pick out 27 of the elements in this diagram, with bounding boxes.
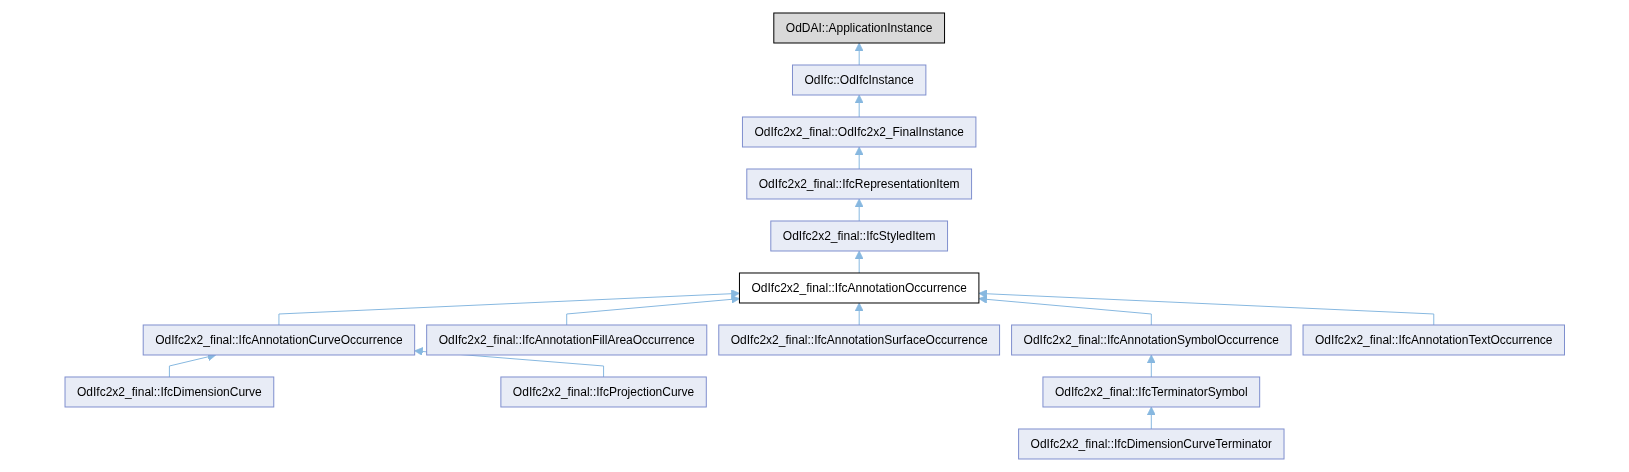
arrow bbox=[854, 146, 864, 170]
arrow bbox=[978, 294, 1152, 326]
node-box: OdIfc2x2_final::IfcAnnotationSurfaceOccurrence bbox=[718, 324, 1000, 356]
node-box: OdIfc2x2_final::IfcRepresentationItem bbox=[746, 168, 972, 200]
node-box: OdIfc2x2_final::IfcAnnotationSymbolOccurrence bbox=[1010, 324, 1292, 356]
node-box: OdIfc2x2_final::IfcProjectionCurve bbox=[500, 376, 707, 408]
node-box: OdIfc2x2_final::IfcDimensionCurveTerminator bbox=[1017, 428, 1285, 460]
node-box: OdIfc2x2_final::IfcAnnotationTextOccurrence bbox=[1302, 324, 1565, 356]
node-box: OdIfc::OdIfcInstance bbox=[791, 64, 927, 96]
node-box: OdIfc2x2_final::OdIfc2x2_FinalInstance bbox=[741, 116, 977, 148]
node-box: OdIfc2x2_final::IfcAnnotationFillAreaOccurrence bbox=[425, 324, 707, 356]
node-box: OdIfc2x2_final::IfcTerminatorSymbol bbox=[1042, 376, 1260, 408]
node-box: OdIfc2x2_final::IfcAnnotationCurveOccurrence bbox=[142, 324, 415, 356]
arrow bbox=[854, 198, 864, 222]
arrow bbox=[854, 94, 864, 118]
node-box: OdIfc2x2_final::IfcDimensionCurve bbox=[64, 376, 274, 408]
arrow bbox=[278, 289, 740, 326]
arrow bbox=[978, 289, 1434, 326]
arrow bbox=[565, 294, 740, 326]
arrow bbox=[1146, 354, 1156, 378]
arrow bbox=[854, 302, 864, 326]
node-box: OdIfc2x2_final::IfcAnnotationOccurrence bbox=[738, 272, 980, 304]
node-box: OdIfc2x2_final::IfcStyledItem bbox=[770, 220, 948, 252]
arrow bbox=[1146, 406, 1156, 430]
arrow bbox=[854, 42, 864, 66]
arrow bbox=[854, 250, 864, 274]
node-box: OdDAI::ApplicationInstance bbox=[773, 12, 945, 44]
